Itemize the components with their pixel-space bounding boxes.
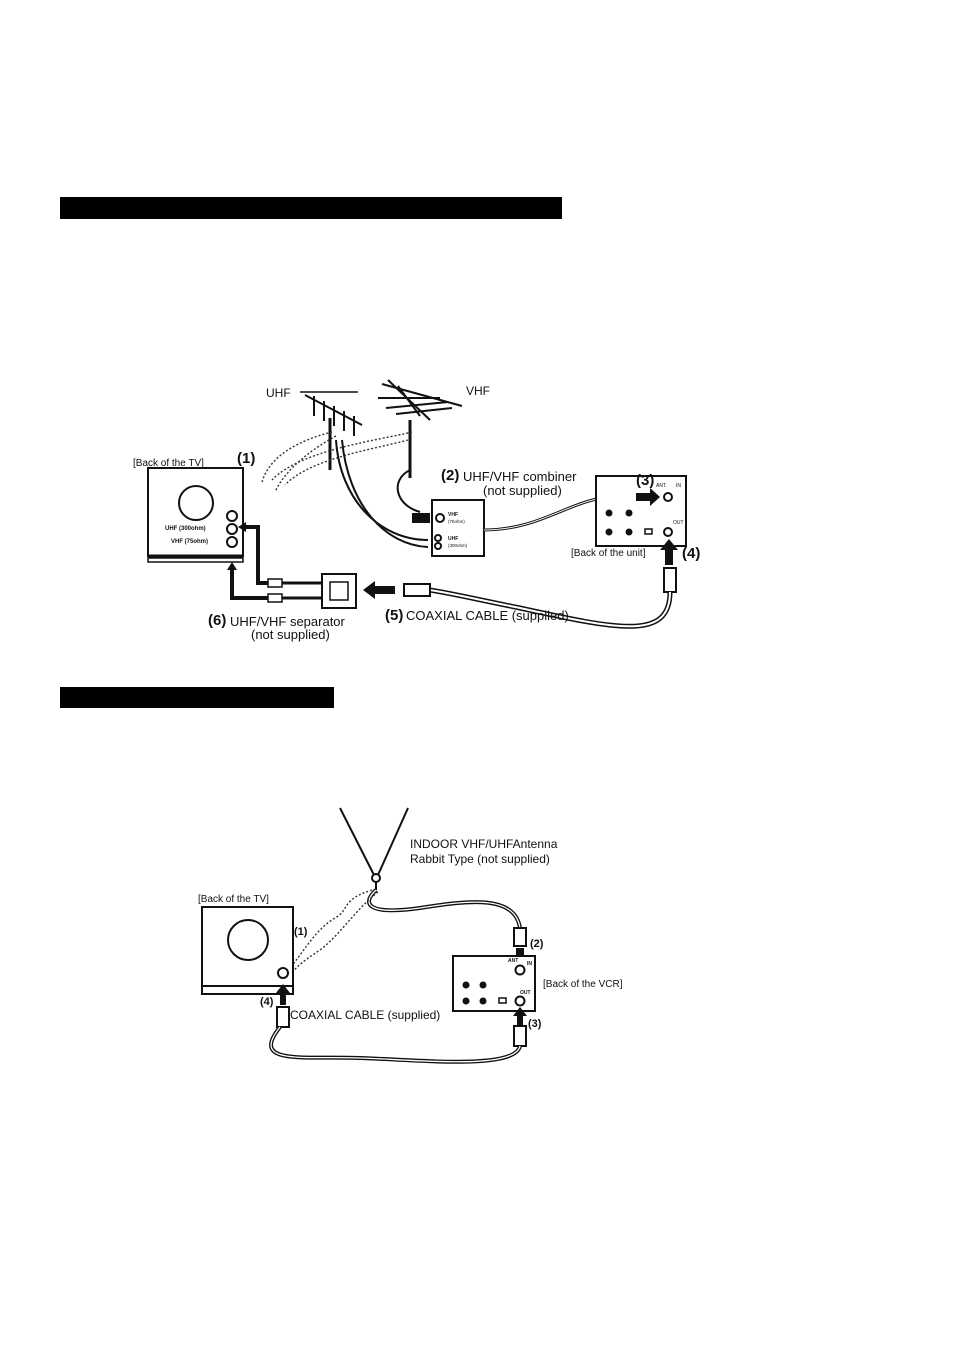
- label-combiner: UHF/VHF combiner: [463, 469, 577, 484]
- uhf-vhf-separator: [267, 573, 357, 609]
- arrow-step4-icon: [660, 539, 678, 565]
- label-back-tv-2: [Back of the TV]: [198, 894, 269, 905]
- label-step5: (5): [385, 607, 403, 624]
- tv-back-2: [201, 906, 294, 995]
- label-back-tv-1: [Back of the TV]: [133, 458, 204, 469]
- label-separator: UHF/VHF separator: [230, 614, 346, 629]
- rabbit-ears-antenna-icon: [339, 807, 409, 890]
- label-combiner-note: (not supplied): [483, 483, 562, 498]
- dotted-old-cables: [261, 431, 413, 493]
- vhf-antenna-icon: [378, 379, 463, 478]
- label-uhf: UHF: [266, 386, 291, 400]
- label-back-vcr: [Back of the VCR]: [543, 979, 623, 990]
- arrow-step5-icon: [363, 581, 395, 599]
- label-ant-2: ANT: [508, 958, 518, 964]
- tv-back-1: [147, 467, 244, 563]
- coaxial-cable-1: [403, 567, 677, 629]
- label-ant: ANT.: [656, 483, 667, 489]
- label-step3-2: (3): [528, 1018, 542, 1030]
- label-comb-uhf: UHF: [448, 536, 458, 542]
- label-vhf: VHF: [466, 384, 490, 398]
- separator-to-tv-feeds: [230, 525, 268, 600]
- antenna-cables: [335, 439, 429, 548]
- label-step4: (4): [682, 545, 700, 562]
- section-header-bar-2: [60, 687, 334, 708]
- label-out-2: OUT: [520, 990, 531, 996]
- label-tv-vhf: VHF (75ohm): [171, 539, 208, 545]
- label-coax-2: COAXIAL CABLE (supplied): [290, 1008, 440, 1022]
- label-step3: (3): [636, 472, 654, 489]
- label-antenna: INDOOR VHF/UHFAntenna: [410, 837, 558, 851]
- dotted-old-cables-2: [289, 889, 379, 976]
- label-comb-vhf: VHF: [448, 512, 458, 518]
- label-coax-1: COAXIAL CABLE (supplied): [406, 608, 569, 623]
- label-step6: (6): [208, 612, 226, 629]
- label-in-2: IN: [527, 961, 532, 967]
- label-comb-vhf-ohm: (75ohm): [448, 519, 465, 524]
- uhf-vhf-combiner: [412, 499, 485, 557]
- label-in: IN: [676, 483, 681, 489]
- label-step1-2: (1): [294, 926, 308, 938]
- arrow-step4-icon-2: [276, 984, 290, 1005]
- label-step2-2: (2): [530, 938, 544, 950]
- label-separator-note: (not supplied): [251, 627, 330, 642]
- label-out: OUT: [673, 520, 684, 526]
- label-comb-uhf-ohm: (300ohm): [448, 543, 468, 548]
- label-step2: (2): [441, 467, 459, 484]
- section-header-bar-1: [60, 197, 562, 219]
- vcr-back: [452, 955, 536, 1012]
- unit-back-1: [595, 475, 687, 547]
- arrow-step3-icon-2: [513, 1007, 527, 1025]
- label-tv-uhf: UHF (300ohm): [165, 526, 206, 532]
- arrow-step3-icon: [636, 488, 660, 506]
- label-step1: (1): [237, 450, 255, 467]
- label-antenna-type: Rabbit Type (not supplied): [410, 852, 550, 866]
- label-step4-2: (4): [260, 996, 274, 1008]
- label-back-unit: [Back of the unit]: [571, 548, 646, 559]
- coaxial-cable-2: [269, 1006, 527, 1064]
- uhf-antenna-icon: [300, 391, 363, 470]
- antenna-lead-cable: [367, 888, 522, 929]
